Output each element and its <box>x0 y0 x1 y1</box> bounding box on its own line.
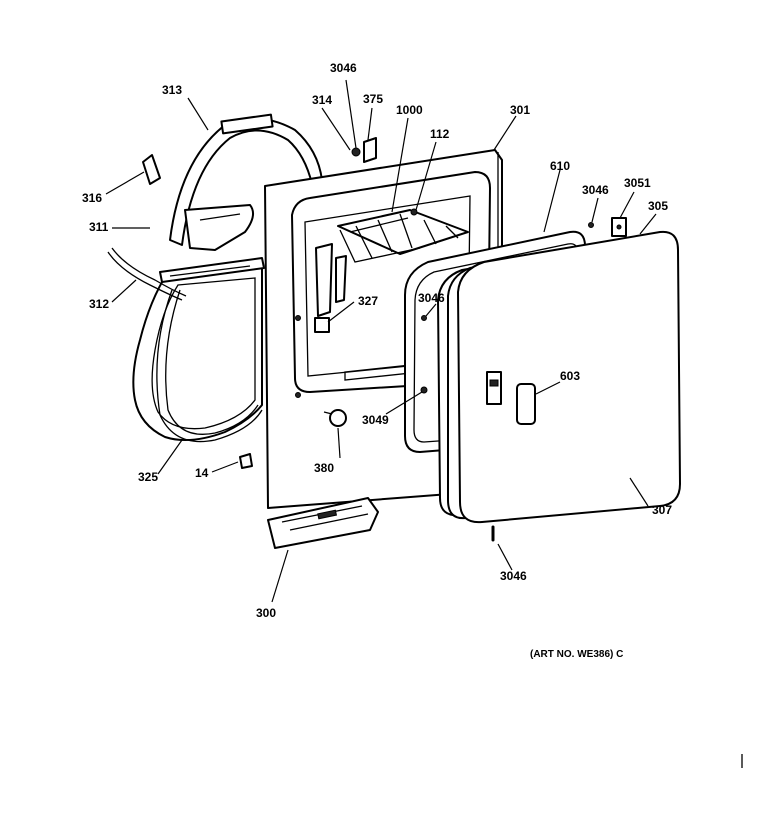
label-603: 603 <box>560 369 580 383</box>
label-311: 311 <box>89 220 109 234</box>
label-325: 325 <box>138 470 158 484</box>
label-3046-bottom: 3046 <box>500 569 527 583</box>
label-380: 380 <box>314 461 334 475</box>
label-313: 313 <box>162 83 182 97</box>
part-labels: 313 3046 314 375 1000 112 301 610 3046 3… <box>82 61 672 620</box>
label-3046-seal: 3046 <box>418 291 445 305</box>
label-316: 316 <box>82 191 102 205</box>
label-300: 300 <box>256 606 276 620</box>
label-3051: 3051 <box>624 176 651 190</box>
label-375: 375 <box>363 92 383 106</box>
label-3046-top: 3046 <box>330 61 357 75</box>
label-610: 610 <box>550 159 570 173</box>
label-301: 301 <box>510 103 530 117</box>
label-327: 327 <box>358 294 378 308</box>
front-bulkhead-drawing <box>107 113 323 469</box>
toe-kick-drawing <box>267 497 379 549</box>
top-screws-drawing <box>351 137 377 163</box>
label-3049: 3049 <box>362 413 389 427</box>
label-1000: 1000 <box>396 103 423 117</box>
leader-lines <box>105 79 657 603</box>
art-number: (ART NO. WE386) C <box>530 649 623 660</box>
label-305: 305 <box>648 199 668 213</box>
label-312: 312 <box>89 297 109 311</box>
label-3046-hinge: 3046 <box>582 183 609 197</box>
label-307: 307 <box>652 503 672 517</box>
label-314: 314 <box>312 93 332 107</box>
label-112: 112 <box>430 127 450 141</box>
door-panel-drawing <box>420 217 681 542</box>
label-14: 14 <box>195 466 209 480</box>
